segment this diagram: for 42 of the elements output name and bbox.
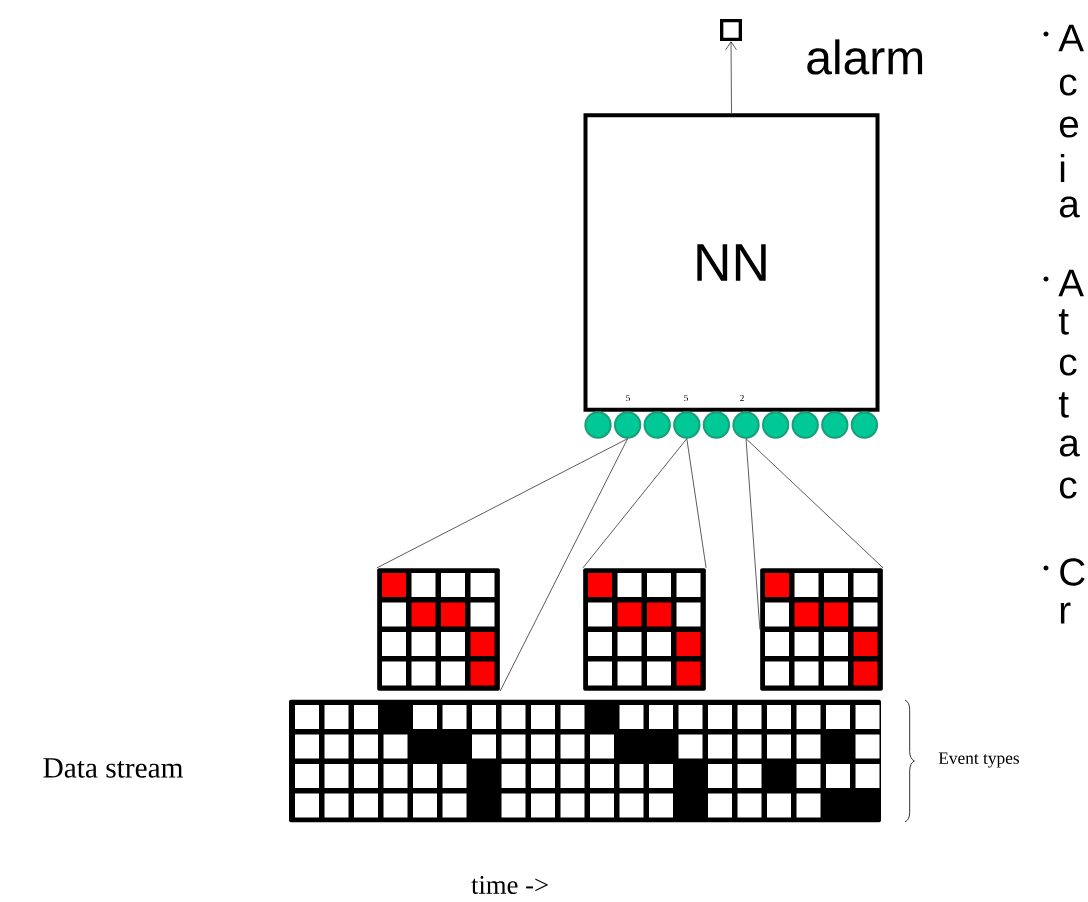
- pattern-grid: [583, 568, 706, 691]
- pattern-grid: [377, 568, 500, 691]
- text-fragment: C: [1060, 558, 1085, 586]
- text-fragment: t: [1058, 392, 1069, 418]
- connector-line: [499, 438, 628, 692]
- text-fragment: c: [1059, 477, 1077, 499]
- input-neuron: [761, 411, 790, 439]
- weight-number: 2: [740, 394, 744, 402]
- output-square: [720, 19, 742, 41]
- connector-line: [582, 438, 688, 569]
- connector-line: [745, 438, 884, 569]
- text-fragment: a: [1059, 196, 1080, 218]
- arrow: [725, 41, 737, 114]
- text-fragment: c: [1059, 354, 1077, 376]
- text-fragment: r: [1060, 602, 1071, 624]
- axis-label: Data stream: [43, 758, 183, 778]
- input-neuron: [584, 411, 612, 439]
- text-fragment: a: [1059, 435, 1080, 457]
- text-fragment: i: [1060, 154, 1065, 182]
- input-neuron: [732, 411, 760, 439]
- input-neuron: [673, 411, 701, 439]
- weight-number: 5: [684, 394, 688, 402]
- data-stream-grid: [289, 699, 881, 823]
- input-neuron: [643, 411, 671, 439]
- text-fragment: A: [1058, 24, 1084, 52]
- connector-line: [686, 438, 707, 569]
- text-fragment: e: [1059, 116, 1079, 138]
- text-fragment: A: [1058, 269, 1084, 297]
- input-neuron: [821, 411, 849, 439]
- axis-label: time ->: [471, 876, 548, 894]
- axis-label: Event types: [938, 752, 1019, 768]
- input-neuron: [702, 411, 731, 439]
- text-fragment: t: [1058, 309, 1069, 335]
- input-neuron: [850, 411, 879, 439]
- input-neuron: [791, 411, 819, 439]
- alarm-label: alarm: [807, 39, 923, 75]
- connector-line: [376, 438, 628, 569]
- weight-number: 5: [626, 394, 630, 402]
- connector-line: [745, 438, 761, 630]
- input-neuron: [613, 411, 642, 439]
- pattern-grid: [760, 568, 883, 691]
- text-fragment: c: [1059, 74, 1077, 96]
